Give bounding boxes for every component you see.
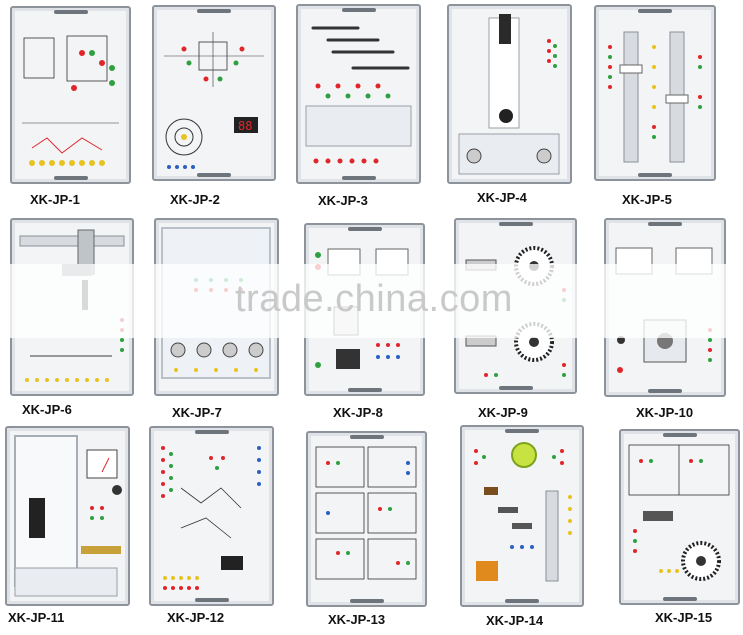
panel-xk-jp-5	[594, 5, 716, 181]
panel-caption: XK-JP-13	[328, 612, 386, 627]
panel-handle	[638, 173, 672, 177]
panel-handle	[662, 433, 697, 437]
panel-caption: XK-JP-4	[477, 190, 527, 205]
panel-caption: XK-JP-6	[22, 402, 72, 417]
panel-handle	[505, 599, 539, 603]
panel-caption: XK-JP-12	[167, 610, 225, 625]
watermark-text: trade.china.com	[235, 278, 513, 320]
panel-diagram	[458, 14, 560, 175]
panel-handle	[505, 429, 539, 433]
panel-xk-jp-4	[447, 4, 572, 184]
panel-handle	[194, 430, 229, 434]
panel-diagram	[608, 31, 702, 163]
panel-handle	[197, 9, 231, 13]
panel-caption: XK-JP-9	[478, 405, 528, 420]
panel-handle	[498, 222, 533, 226]
panel-caption: XK-JP-7	[172, 405, 222, 420]
panel-handle	[194, 598, 229, 602]
panel-diagram	[628, 444, 730, 581]
panel-xk-jp-11	[5, 426, 130, 606]
panel-xk-jp-14	[460, 425, 584, 607]
panel-handle	[648, 222, 682, 226]
panel-handle	[498, 386, 533, 390]
panel-caption: XK-JP-2	[170, 192, 220, 207]
panel-handle	[347, 388, 382, 392]
watermark-band: trade.china.com	[0, 264, 743, 338]
panel-caption: XK-JP-15	[655, 610, 713, 625]
panel-caption: XK-JP-14	[486, 613, 544, 628]
panel-handle	[638, 9, 672, 13]
svg-text:88: 88	[238, 119, 252, 133]
panel-handle	[349, 599, 384, 603]
panel-handle	[662, 597, 697, 601]
panel-caption: XK-JP-8	[333, 405, 383, 420]
panel-diagram	[315, 446, 417, 580]
panel-diagram	[22, 35, 119, 166]
panel-caption: XK-JP-10	[636, 405, 694, 420]
panel-handle	[341, 8, 376, 12]
panel-xk-jp-13	[306, 431, 427, 607]
panel-handle	[53, 176, 88, 180]
panel-handle	[53, 10, 88, 14]
panel-handle	[347, 227, 382, 231]
panel-diagram: 88	[164, 32, 264, 169]
panel-xk-jp-3	[296, 4, 421, 184]
panel-diagram	[305, 26, 412, 164]
panel-caption: XK-JP-1	[30, 192, 80, 207]
panel-caption: XK-JP-5	[622, 192, 672, 207]
panel-handle	[648, 389, 682, 393]
panel-xk-jp-15	[619, 429, 740, 605]
panel-diagram	[161, 446, 261, 590]
panel-diagram	[14, 435, 122, 597]
panel-handle	[349, 435, 384, 439]
panel-diagram	[474, 442, 572, 582]
panel-xk-jp-12	[149, 426, 274, 606]
panel-handle	[197, 173, 231, 177]
panel-caption: XK-JP-11	[8, 610, 65, 625]
panel-xk-jp-1	[10, 6, 131, 184]
panel-handle	[341, 176, 376, 180]
panel-caption: XK-JP-3	[318, 193, 368, 208]
panel-xk-jp-2: 88	[152, 5, 276, 181]
